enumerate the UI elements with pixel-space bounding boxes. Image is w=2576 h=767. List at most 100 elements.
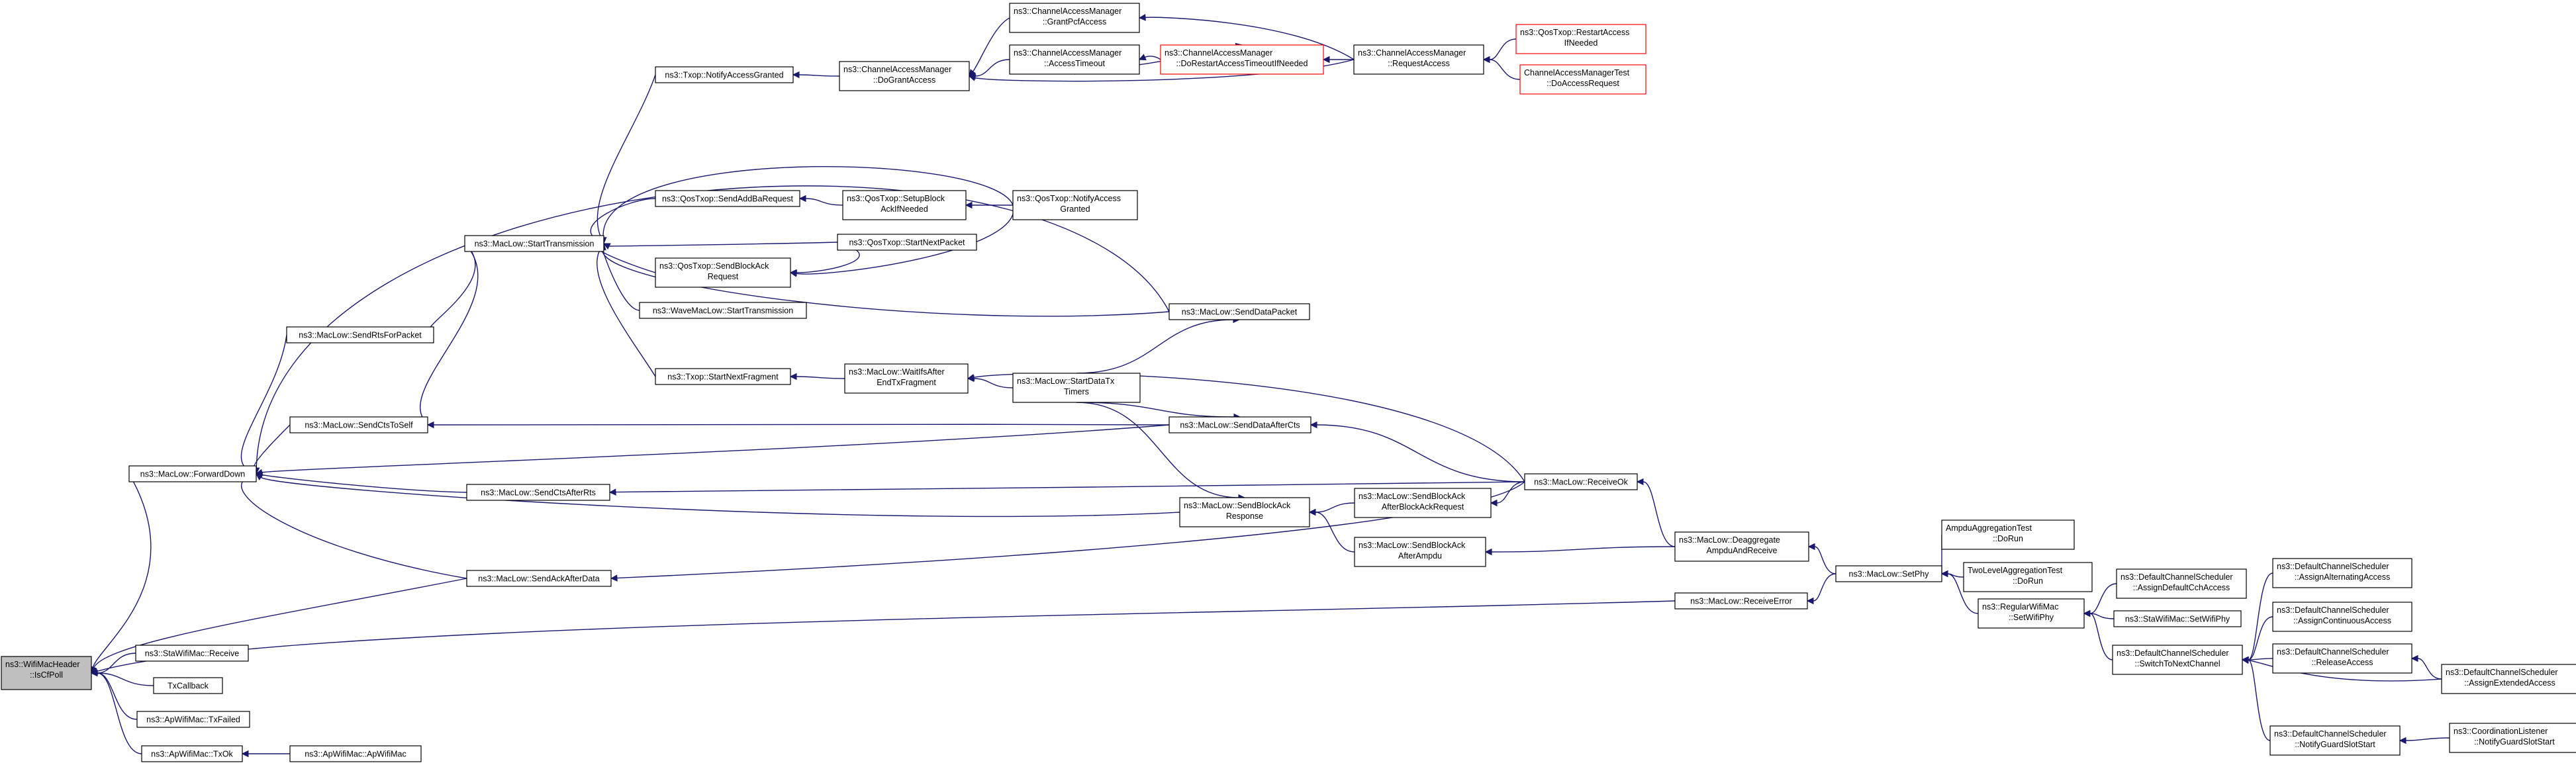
call-edge (240, 334, 287, 472)
node-label: ns3::Txop::NotifyAccessGranted (665, 71, 783, 80)
node-box (1978, 598, 2085, 629)
call-edge (2248, 616, 2273, 660)
call-edge (93, 578, 467, 668)
function-node[interactable]: ns3::ChannelAccessManager::AccessTimeout (1009, 44, 1140, 75)
node-box (2113, 610, 2242, 627)
function-node[interactable]: ns3::MacLow::ReceiveError (1674, 592, 1808, 609)
function-node[interactable]: AmpduAggregationTest::DoRun (1941, 519, 2075, 550)
call-edge (2405, 737, 2450, 741)
node-label: ns3::MacLow::SetPhy (1849, 570, 1930, 579)
function-node[interactable]: ns3::ChannelAccessManager::GrantPcfAcces… (1009, 3, 1140, 33)
function-node[interactable]: ns3::ApWifiMac::ApWifiMac (289, 745, 422, 762)
node-box (141, 745, 243, 762)
node-box (286, 326, 434, 343)
call-edge (2089, 613, 2115, 619)
arrowhead (608, 488, 616, 496)
call-edge (602, 249, 640, 311)
node-box (844, 363, 969, 394)
node-label: ns3::DefaultChannelScheduler (2446, 668, 2558, 677)
node-label: ns3::MacLow::SendBlockAck (1359, 541, 1466, 550)
call-edge (97, 672, 154, 686)
function-node[interactable]: ns3::DefaultChannelScheduler::AssignAlte… (2272, 558, 2412, 588)
function-node[interactable]: ns3::MacLow::StartTransmission (464, 235, 604, 252)
function-node[interactable]: ns3::RegularWifiMac::SetWifiPhy (1978, 598, 2085, 629)
function-node[interactable]: ns3::ChannelAccessManager::DoGrantAccess (839, 61, 970, 91)
function-node[interactable]: ns3::QosTxop::SendAddBaRequest (655, 190, 800, 207)
call-edge (433, 424, 1170, 426)
function-node[interactable]: ns3::MacLow::SendDataPacket (1169, 303, 1310, 320)
node-label: Request (708, 272, 739, 281)
arrowhead (256, 473, 263, 480)
call-edge (1076, 319, 1234, 374)
function-node[interactable]: ns3::StaWifiMac::SetWifiPhy (2113, 610, 2242, 627)
node-box (1009, 44, 1140, 75)
function-node[interactable]: ns3::DefaultChannelScheduler::AssignCont… (2272, 602, 2412, 632)
node-label: ::RequestAccess (1388, 59, 1450, 68)
function-node[interactable]: ns3::StaWifiMac::Receive (135, 645, 249, 662)
function-node[interactable]: ns3::MacLow::SendRtsForPacket (286, 326, 434, 343)
function-node[interactable]: ns3::MacLow::SendBlockAckAfterBlockAckRe… (1354, 488, 1492, 518)
node-box (1009, 3, 1140, 33)
node-label: ::AssignDefaultCchAccess (2133, 583, 2230, 592)
function-node[interactable]: ns3::ApWifiMac::TxOk (141, 745, 243, 762)
node-label: ns3::ChannelAccessManager (843, 65, 951, 74)
function-node[interactable]: ns3::DefaultChannelScheduler::SwitchToNe… (2112, 645, 2243, 675)
arrowhead (968, 74, 977, 81)
node-label: ns3::QosTxop::SendBlockAck (659, 261, 769, 271)
function-node[interactable]: ns3::MacLow::ForwardDown (128, 465, 257, 482)
function-node[interactable]: ns3::ChannelAccessManager::RequestAccess (1353, 44, 1484, 75)
call-edge (419, 243, 479, 421)
function-node[interactable]: ns3::QosTxop::StartNextPacket (837, 234, 977, 251)
call-edge (1643, 481, 1676, 547)
node-label: ::NotifyGuardSlotStart (2474, 737, 2555, 746)
arrowhead (967, 373, 975, 381)
function-node[interactable]: TwoLevelAggregationTest::DoRun (1963, 562, 2093, 592)
call-edge (2248, 660, 2442, 682)
function-node[interactable]: ns3::QosTxop::NotifyAccessGranted (1012, 190, 1138, 220)
function-node[interactable]: ns3::ApWifiMac::TxFailed (136, 711, 250, 728)
function-node[interactable]: ns3::DefaultChannelScheduler::ReleaseAcc… (2272, 643, 2412, 674)
node-box (2269, 725, 2401, 756)
function-node[interactable]: ns3::MacLow::SendDataAfterCts (1169, 416, 1312, 433)
node-label: ns3::MacLow::ReceiveError (1690, 597, 1792, 606)
node-label: Timers (1064, 387, 1089, 396)
function-node[interactable]: ns3::Txop::StartNextFragment (655, 368, 791, 385)
arrowhead (1138, 14, 1146, 21)
node-label: ns3::WaveMacLow::StartTransmission (653, 306, 793, 316)
function-node[interactable]: ns3::MacLow::SendAckAfterData (466, 570, 612, 587)
function-node[interactable]: ns3::MacLow::SendCtsToSelf (289, 416, 428, 433)
function-node[interactable]: TxCallback (153, 677, 223, 694)
node-label: ns3::DefaultChannelScheduler (2277, 562, 2389, 571)
function-node[interactable]: ns3::Txop::NotifyAccessGranted (655, 66, 794, 83)
node-box (1169, 416, 1312, 433)
arrowhead (1482, 56, 1490, 64)
call-edge (602, 249, 1170, 317)
function-node[interactable]: ns3::MacLow::SendCtsAfterRts (466, 484, 610, 501)
node-label: ns3::MacLow::WaitIfsAfter (849, 367, 945, 377)
function-node[interactable]: ns3::MacLow::SetPhy (1835, 565, 1942, 582)
node-label: AmpduAggregationTest (1946, 523, 2032, 533)
function-node[interactable]: ns3::WaveMacLow::StartTransmission (639, 302, 807, 319)
arrowhead (426, 421, 434, 429)
function-node[interactable]: ns3::MacLow::ReceiveOk (1524, 473, 1638, 490)
function-node[interactable]: ns3::CoordinationListener::NotifyGuardSl… (2449, 723, 2576, 753)
function-node[interactable]: ChannelAccessManagerTest::DoAccessReques… (1519, 64, 1646, 95)
arrowhead (2083, 609, 2091, 617)
node-label: ns3::MacLow::SendCtsToSelf (305, 421, 413, 430)
function-node[interactable]: ns3::DefaultChannelScheduler::AssignDefa… (2116, 568, 2247, 599)
arrowhead (1138, 54, 1147, 61)
node-box (2441, 664, 2576, 694)
function-node[interactable]: ns3::DefaultChannelScheduler::NotifyGuar… (2269, 725, 2401, 756)
function-node[interactable]: ns3::DefaultChannelScheduler::AssignExte… (2441, 664, 2576, 694)
function-node[interactable]: ns3::ChannelAccessManager::DoRestartAcce… (1160, 44, 1324, 75)
node-label: ::GrantPcfAccess (1043, 17, 1107, 26)
call-edge (796, 376, 845, 379)
